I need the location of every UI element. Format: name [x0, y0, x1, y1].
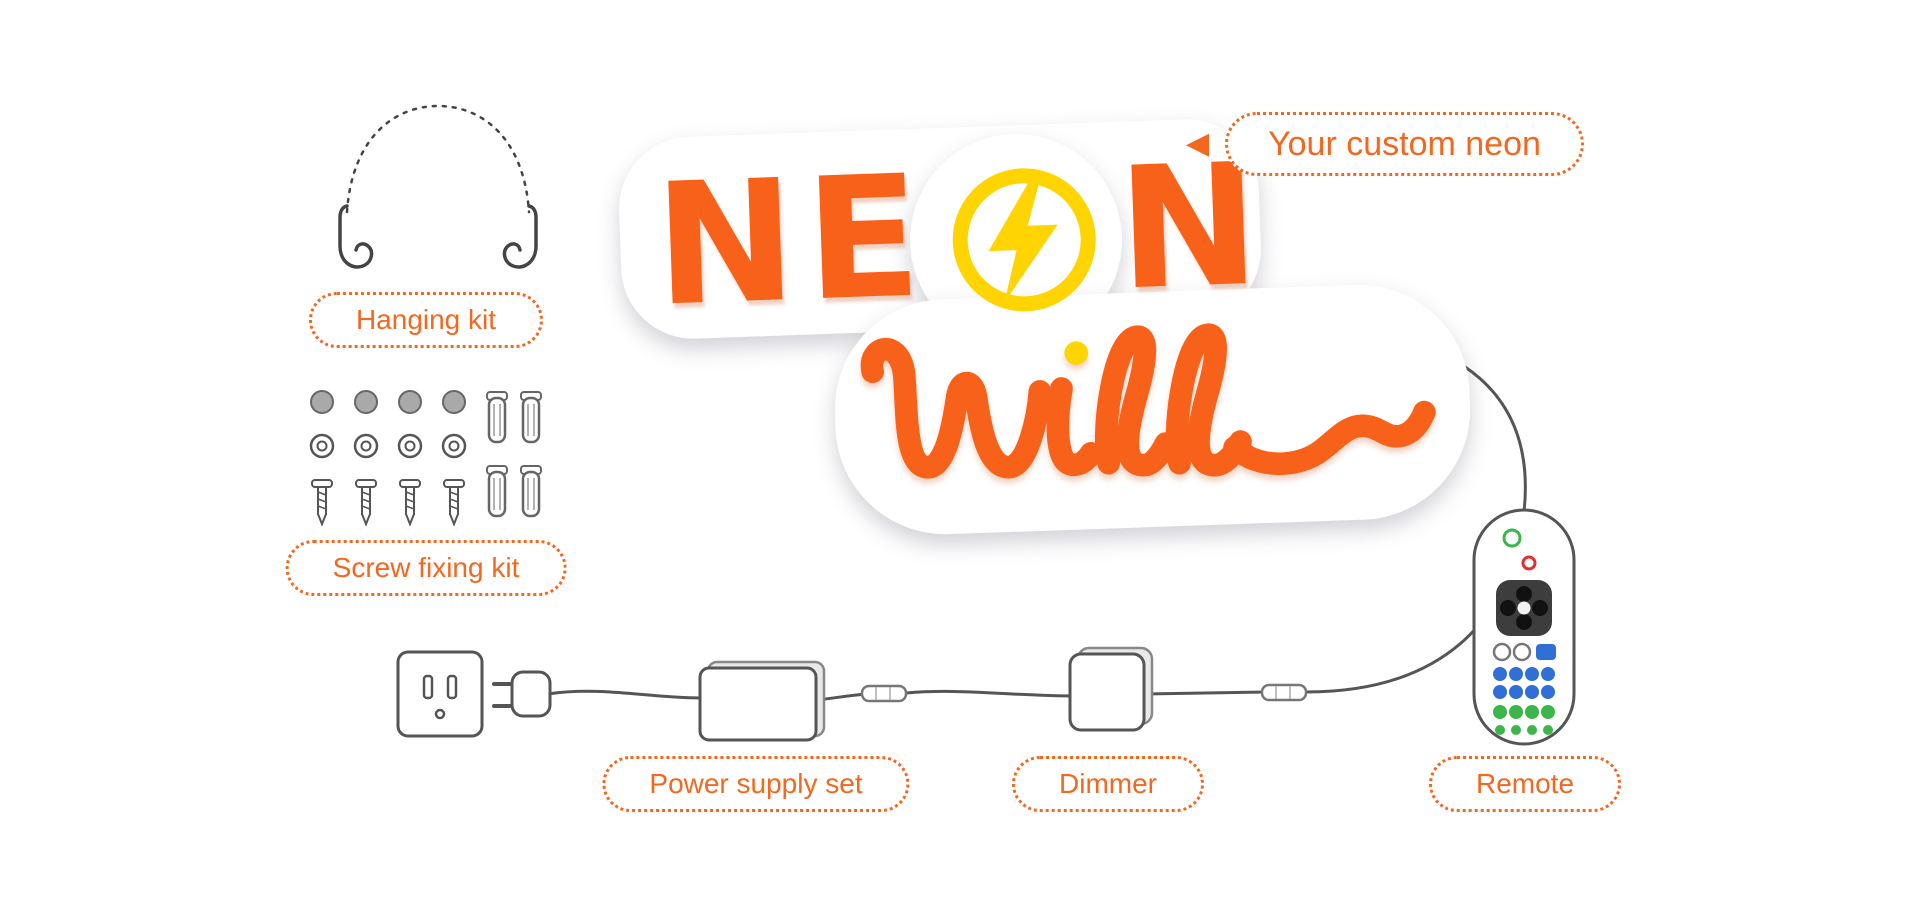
callout-label: Your custom neon	[1225, 112, 1584, 176]
i-dot	[1064, 341, 1089, 365]
script-word-graphic: will~	[855, 298, 1445, 534]
cable-connector	[1260, 683, 1308, 702]
washers	[309, 433, 467, 459]
left-hook-icon	[338, 204, 374, 269]
arrow-left-icon: ◀	[1186, 127, 1210, 160]
dimmer-illustration	[1068, 646, 1154, 732]
right-hook-icon	[502, 204, 538, 269]
remote-function-buttons	[1493, 705, 1555, 735]
plug-illustration	[492, 670, 552, 718]
custom-neon-sign: NE N	[652, 126, 1272, 343]
screws	[311, 479, 465, 527]
remote-dpad	[1496, 580, 1552, 636]
remote-mode-buttons	[1492, 642, 1556, 662]
hanging-kit-illustration	[338, 104, 538, 269]
callout-your-custom-neon: ◀ Your custom neon	[1186, 112, 1584, 176]
remote-illustration	[1466, 506, 1586, 750]
remote-color-buttons	[1493, 667, 1555, 699]
remote-power-button	[1502, 528, 1522, 548]
power-supply-set-label: Power supply set	[602, 756, 910, 812]
cable-connector	[860, 684, 908, 703]
wall-anchors	[486, 391, 542, 518]
hanging-string	[345, 104, 531, 214]
lightning-bolt-icon	[931, 147, 1117, 333]
remote-label: Remote	[1428, 756, 1622, 812]
wall-outlet-illustration	[396, 650, 484, 738]
remote-record-button	[1521, 555, 1537, 571]
dimmer-label: Dimmer	[1012, 756, 1204, 812]
hanging-kit-label: Hanging kit	[308, 292, 544, 348]
screw-fixing-kit-label: Screw fixing kit	[285, 540, 567, 596]
screw-fixing-kit-illustration	[309, 390, 542, 527]
screw-caps	[310, 390, 466, 414]
power-supply-illustration	[698, 660, 826, 742]
